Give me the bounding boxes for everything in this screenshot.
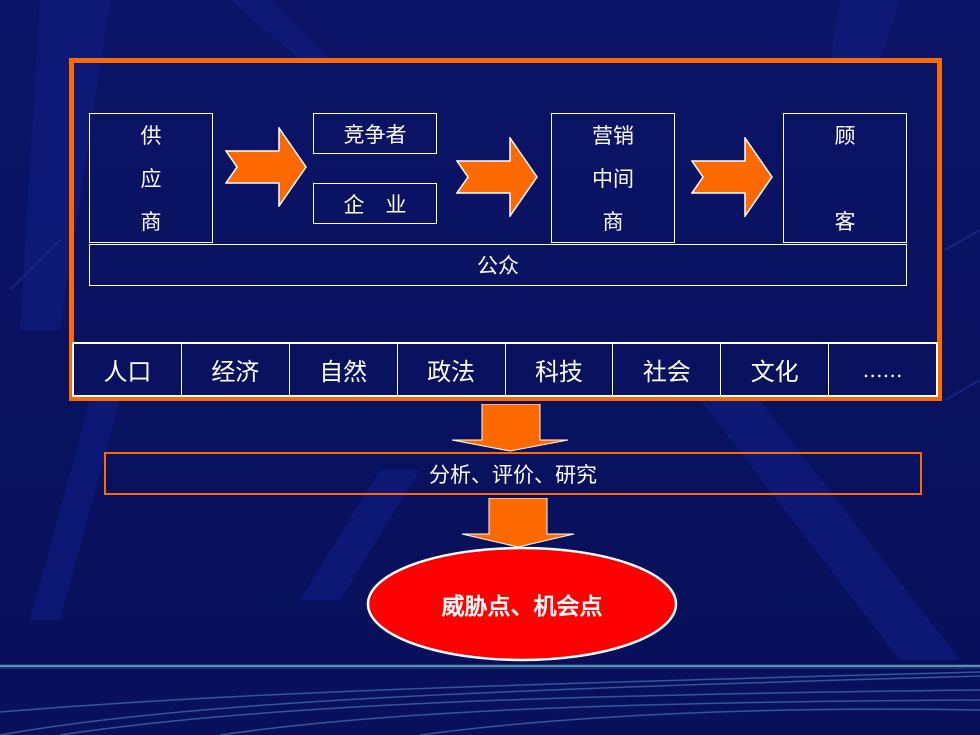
arrow-right-icon bbox=[691, 137, 773, 217]
factor-society: 社会 bbox=[613, 344, 722, 395]
supplier-char-3: 商 bbox=[140, 210, 162, 234]
enterprise-label: 企 业 bbox=[343, 192, 407, 217]
macro-factor-bar: 人口 经济 自然 政法 科技 社会 文化 …… bbox=[72, 342, 938, 397]
arrow-right-icon bbox=[456, 137, 538, 217]
supplier-char-2: 应 bbox=[140, 167, 162, 191]
factor-ellipsis: …… bbox=[862, 357, 903, 382]
result-ellipse: 威胁点、机会点 bbox=[366, 546, 678, 662]
analysis-box: 分析、评价、研究 bbox=[104, 452, 922, 495]
factor-politics-law: 政法 bbox=[398, 344, 506, 395]
factor-nature: 自然 bbox=[290, 344, 398, 395]
arrow-right-icon bbox=[225, 127, 307, 207]
intermediary-line-2: 中间 bbox=[592, 167, 634, 191]
result-label: 威胁点、机会点 bbox=[441, 594, 603, 620]
arrow-down-icon bbox=[451, 404, 569, 452]
result-ellipse-shape bbox=[366, 546, 678, 662]
factor-population: 人口 bbox=[74, 344, 182, 395]
customer-box: 顾 客 bbox=[783, 113, 907, 243]
competitor-box: 竞争者 bbox=[313, 113, 437, 154]
factor-economy: 经济 bbox=[182, 344, 290, 395]
customer-char-2: 客 bbox=[834, 210, 856, 234]
supplier-box: 供 应 商 bbox=[89, 113, 213, 243]
environment-frame bbox=[69, 58, 942, 401]
public-label: 公众 bbox=[477, 254, 519, 278]
supplier-char-1: 供 bbox=[140, 124, 162, 148]
intermediary-line-3: 商 bbox=[602, 210, 624, 234]
public-box: 公众 bbox=[89, 244, 907, 286]
intermediary-line-1: 营销 bbox=[592, 124, 634, 148]
arrow-down-icon bbox=[461, 498, 575, 548]
customer-char-1: 顾 bbox=[834, 124, 856, 148]
enterprise-box: 企 业 bbox=[313, 183, 437, 224]
competitor-label: 竞争者 bbox=[343, 122, 407, 147]
factor-technology: 科技 bbox=[506, 344, 614, 395]
intermediary-box: 营销 中间 商 bbox=[551, 113, 675, 243]
analysis-label: 分析、评价、研究 bbox=[429, 462, 597, 487]
factor-culture: 文化 bbox=[721, 344, 830, 395]
